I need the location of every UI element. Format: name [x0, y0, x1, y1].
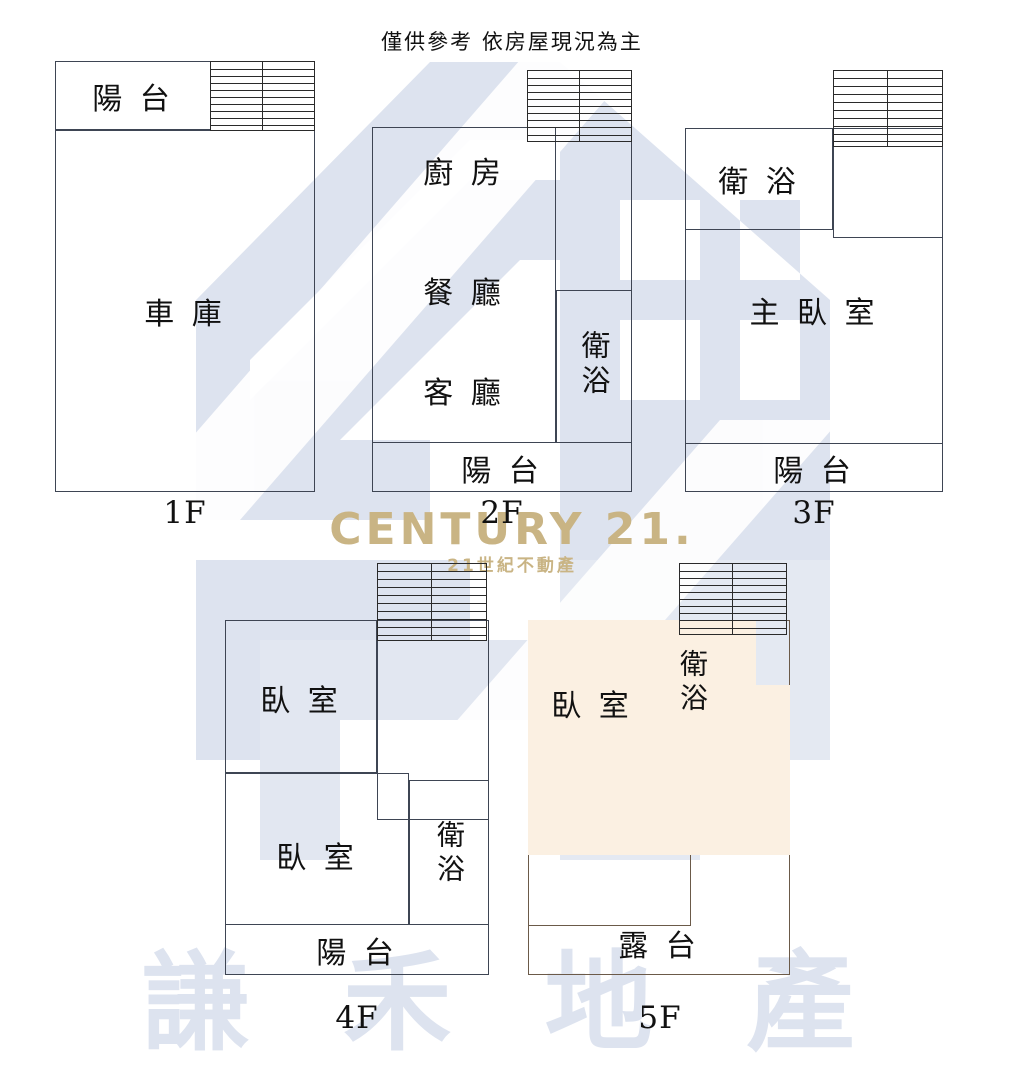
4f-balcony-label: 陽 台: [316, 936, 398, 971]
5f-bathroom-label: 衛浴: [676, 648, 709, 717]
5f-staircase: [679, 563, 787, 635]
floor-label-4f: 4F: [335, 1000, 379, 1036]
5f-terrace-step-horizontal-bottom: [528, 925, 691, 926]
floor-label-5f: 5F: [638, 1000, 682, 1036]
5f-terrace-step-horizontal-top: [690, 820, 790, 821]
5f-terrace-label: 露 台: [618, 929, 700, 964]
disclaimer-note: 僅供參考 依房屋現況為主: [381, 30, 643, 54]
5f-bedroom-label: 臥 室: [551, 689, 633, 724]
3f-staircase: [833, 70, 943, 147]
